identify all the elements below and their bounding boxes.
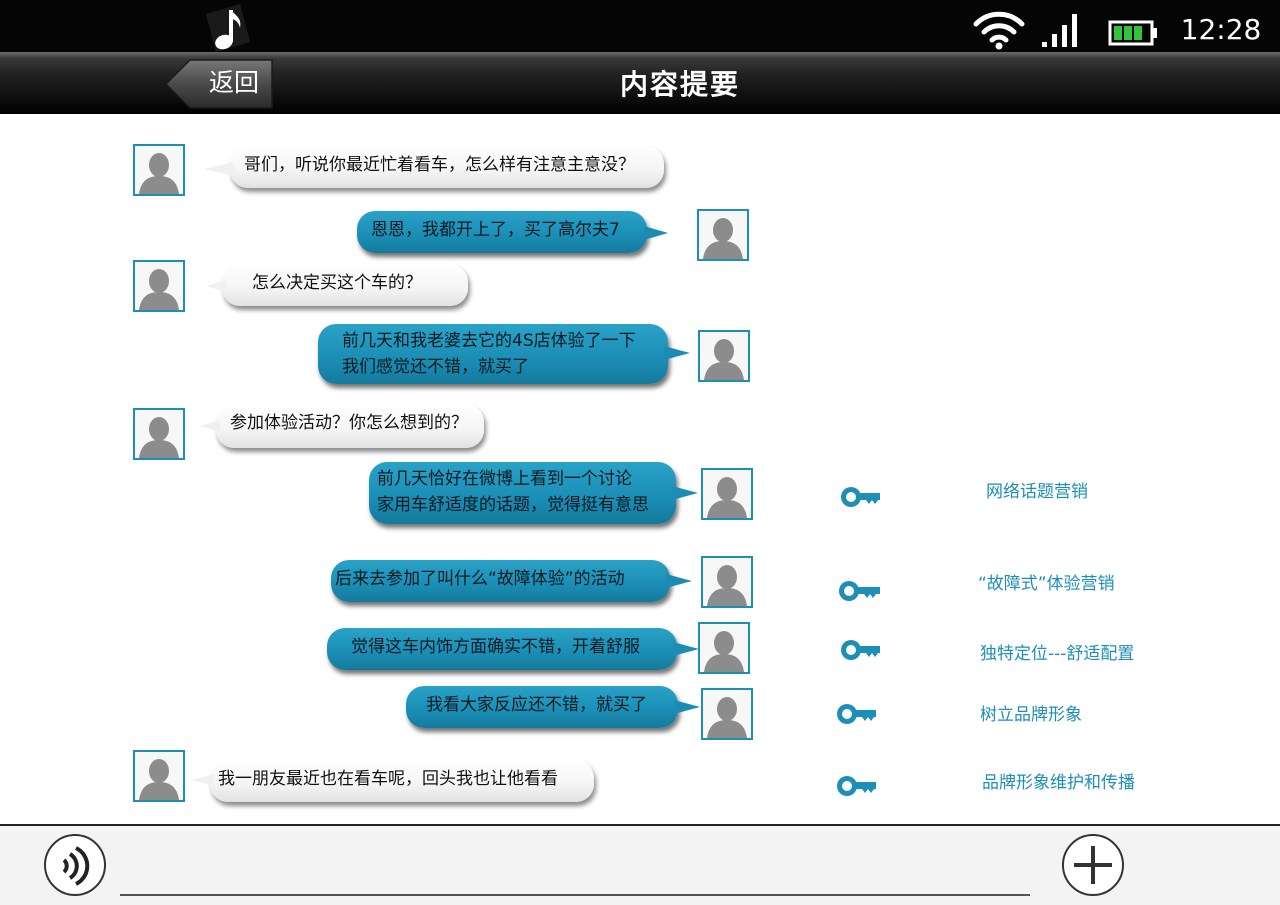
page-title: 内容提要 bbox=[619, 68, 740, 101]
input-bar bbox=[0, 824, 1280, 905]
plus-button[interactable] bbox=[1062, 834, 1124, 896]
message-bubble: 前几天和我老婆去它的4S店体验了一下 我们感觉还不错，就买了 bbox=[318, 324, 668, 384]
bubble-tail bbox=[664, 346, 690, 360]
user-silhouette-icon bbox=[135, 410, 183, 458]
message-text: 我一朋友最近也在看车呢，回头我也让他看看 bbox=[218, 769, 558, 789]
avatar[interactable] bbox=[701, 468, 753, 520]
annotation-label: 网络话题营销 bbox=[986, 482, 1088, 502]
message-bubble: 前几天恰好在微博上看到一个讨论 家用车舒适度的话题，觉得挺有意思 bbox=[369, 462, 676, 524]
key-icon bbox=[839, 581, 880, 601]
bubble-tail bbox=[644, 226, 668, 240]
bubble-tail bbox=[673, 642, 699, 656]
plus-icon bbox=[1074, 846, 1112, 884]
message-text: 恩恩，我都开上了，买了高尔夫7 bbox=[371, 220, 620, 240]
message-bubble: 觉得这车内饰方面确实不错，开着舒服 bbox=[327, 628, 677, 670]
status-time: 12:28 bbox=[1180, 13, 1262, 46]
message-text: 觉得这车内饰方面确实不错，开着舒服 bbox=[351, 637, 640, 657]
music-note-icon bbox=[206, 4, 250, 52]
annotation-label: “故障式”体验营销 bbox=[978, 574, 1115, 594]
key-icon bbox=[837, 776, 876, 796]
user-silhouette-icon bbox=[703, 470, 751, 518]
user-silhouette-icon bbox=[700, 332, 748, 380]
avatar[interactable] bbox=[133, 750, 185, 802]
message-bubble: 哥们，听说你最近忙着看车，怎么样有注意主意没？ bbox=[230, 146, 664, 188]
bubble-tail bbox=[666, 574, 692, 588]
avatar[interactable] bbox=[698, 330, 750, 382]
message-bubble: 我一朋友最近也在看车呢，回头我也让他看看 bbox=[210, 760, 594, 802]
signal-icon bbox=[1042, 14, 1077, 47]
annotation-label: 树立品牌形象 bbox=[980, 705, 1082, 725]
bubble-tail bbox=[672, 486, 698, 500]
user-silhouette-icon bbox=[703, 690, 751, 738]
annotation-label: 品牌形象维护和传播 bbox=[982, 773, 1135, 793]
user-silhouette-icon bbox=[703, 558, 751, 606]
message-text: 我们感觉还不错，就买了 bbox=[342, 357, 529, 377]
message-bubble: 参加体验活动？你怎么想到的？ bbox=[216, 404, 484, 448]
avatar[interactable] bbox=[133, 408, 185, 460]
back-button-label: 返回 bbox=[208, 68, 259, 97]
bubble-tail bbox=[206, 280, 226, 292]
message-text: 后来去参加了叫什么“故障体验”的活动 bbox=[335, 569, 625, 589]
voice-button[interactable] bbox=[44, 834, 106, 896]
message-input[interactable] bbox=[120, 846, 1030, 896]
user-silhouette-icon bbox=[699, 211, 747, 259]
annotation-label: 独特定位---舒适配置 bbox=[980, 644, 1135, 664]
message-text: 我看大家反应还不错，就买了 bbox=[426, 695, 647, 715]
back-button[interactable]: 返回 bbox=[166, 58, 274, 110]
key-icon bbox=[837, 704, 876, 724]
message-text: 前几天和我老婆去它的4S店体验了一下 bbox=[342, 331, 636, 351]
message-text: 前几天恰好在微博上看到一个讨论 bbox=[377, 469, 632, 489]
message-bubble: 怎么决定买这个车的？ bbox=[222, 264, 468, 306]
avatar[interactable] bbox=[133, 144, 185, 196]
message-bubble: 我看大家反应还不错，就买了 bbox=[406, 686, 678, 728]
user-silhouette-icon bbox=[135, 146, 183, 194]
avatar[interactable] bbox=[697, 209, 749, 261]
avatar[interactable] bbox=[698, 622, 750, 674]
message-text: 怎么决定买这个车的？ bbox=[252, 273, 422, 293]
bubble-tail bbox=[204, 162, 234, 176]
avatar[interactable] bbox=[701, 556, 753, 608]
key-icon bbox=[841, 640, 880, 660]
message-text: 哥们，听说你最近忙着看车，怎么样有注意主意没？ bbox=[244, 155, 635, 175]
message-text: 家用车舒适度的话题，觉得挺有意思 bbox=[377, 495, 649, 515]
wifi-icon bbox=[973, 11, 1025, 50]
battery-icon bbox=[1108, 20, 1157, 46]
avatar[interactable] bbox=[701, 688, 753, 740]
nav-bar: 返回 内容提要 bbox=[0, 52, 1280, 114]
user-silhouette-icon bbox=[135, 752, 183, 800]
message-text: 参加体验活动？你怎么想到的？ bbox=[230, 413, 468, 433]
message-bubble: 恩恩，我都开上了，买了高尔夫7 bbox=[357, 211, 647, 253]
status-bar: 12:28 bbox=[0, 0, 1280, 52]
bubble-tail bbox=[192, 774, 214, 786]
user-silhouette-icon bbox=[135, 262, 183, 310]
user-silhouette-icon bbox=[700, 624, 748, 672]
voice-icon bbox=[62, 846, 90, 886]
bubble-tail bbox=[200, 420, 220, 432]
message-bubble: 后来去参加了叫什么“故障体验”的活动 bbox=[331, 560, 670, 602]
bubble-tail bbox=[674, 700, 700, 714]
key-icon bbox=[841, 487, 880, 507]
back-arrow-icon bbox=[166, 59, 273, 109]
avatar[interactable] bbox=[133, 260, 185, 312]
chat-area: 哥们，听说你最近忙着看车，怎么样有注意主意没？ 恩恩，我都开上了，买了高尔夫7 … bbox=[0, 114, 1280, 824]
